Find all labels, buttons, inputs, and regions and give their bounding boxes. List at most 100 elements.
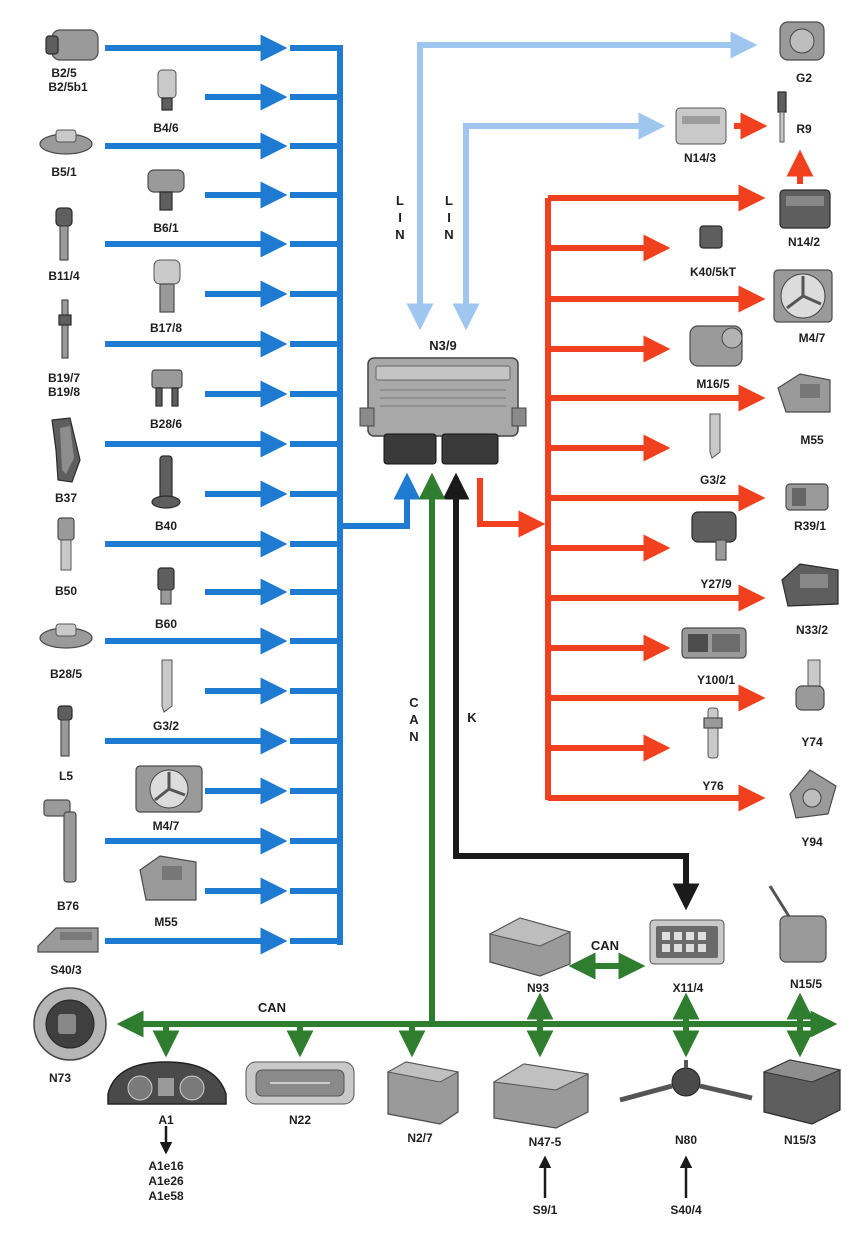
sensor-label: B50 (55, 584, 77, 598)
lin-bus-to-n14-3 (452, 112, 666, 331)
sensor-icon (37, 927, 99, 953)
sensor-label: B2/5b1 (48, 80, 88, 94)
input-signal-lines (105, 34, 421, 955)
sensor-b76: B76 (43, 799, 79, 913)
device-label: R9 (796, 122, 812, 136)
sensor-b11-4: B11/4 (48, 207, 80, 283)
actuator-label: K40/5kT (690, 265, 737, 279)
sensor-icon (139, 855, 197, 901)
bottom-input-arrows (159, 1126, 693, 1198)
module-n47-5: N47-5 (492, 1063, 590, 1149)
ecu-to-output-arrow (477, 478, 546, 538)
a1-sub-labels: A1e16 A1e26 A1e58 (148, 1159, 184, 1203)
module-label: N15/5 (790, 977, 822, 991)
sensor-label: B2/5 (51, 66, 77, 80)
sensor-label: B40 (155, 519, 177, 533)
sensor-icon (135, 765, 203, 813)
actuator-label: M4/7 (799, 331, 826, 345)
lin-label-left-i: I (398, 210, 402, 225)
ecu-label: N3/9 (429, 338, 456, 353)
sensor-label: B76 (57, 899, 79, 913)
actuator-icon (777, 91, 787, 143)
control-unit-icon (386, 1061, 460, 1125)
control-unit-icon (359, 357, 527, 465)
sensor-icon (157, 567, 175, 605)
module-a1: A1 (107, 1061, 227, 1127)
actuator-icon (779, 21, 825, 61)
module-label: A1 (158, 1113, 174, 1127)
actuator-m4-7-output: M4/7 (773, 269, 833, 345)
sensor-icon (147, 169, 185, 211)
can-label-n: N (409, 729, 418, 744)
sensor-icon (151, 369, 183, 407)
sensor-b28-6: B28/6 (150, 369, 183, 431)
k-line-label: K (467, 710, 477, 725)
sensor-b50: B50 (55, 517, 77, 598)
actuator-icon (785, 483, 829, 511)
sensor-icon (153, 259, 181, 313)
actuator-y100-1: Y100/1 (681, 627, 747, 687)
actuator-icon (699, 225, 723, 249)
sensor-label: S40/3 (50, 963, 82, 977)
sensor-b17-8: B17/8 (150, 259, 182, 335)
module-n73: N73 (33, 987, 107, 1085)
sensor-label: B19/7 (48, 371, 80, 385)
bus-labels: L I N L I N C A N K CAN CAN (258, 193, 619, 1015)
lin-label-right-n: N (444, 227, 453, 242)
actuator-icon (795, 659, 825, 711)
can-n93-x11-label: CAN (591, 938, 619, 953)
actuator-r39-1: R39/1 (785, 483, 829, 533)
module-x11-4: X11/4 (649, 919, 725, 995)
lin-label-right-i: I (447, 210, 451, 225)
sensor-label: L5 (59, 769, 73, 783)
actuator-label: N33/2 (796, 623, 828, 637)
can-bus-label: CAN (258, 1000, 286, 1015)
lin-label-right-l: L (445, 193, 453, 208)
control-unit-icon (492, 1063, 590, 1129)
sensor-b4-6: B4/6 (153, 69, 179, 135)
k-line (442, 472, 700, 911)
sensor-label: B28/5 (50, 667, 82, 681)
sensor-b5-1: B5/1 (39, 129, 93, 179)
module-label: N47-5 (529, 1135, 562, 1149)
sensor-icon (58, 299, 72, 359)
actuator-icon (773, 269, 833, 323)
device-label: N14/3 (684, 151, 716, 165)
module-label: X11/4 (673, 981, 704, 995)
actuator-y94: Y94 (789, 769, 837, 849)
device-r9: R9 (777, 91, 812, 143)
actuator-m16-5: M16/5 (689, 325, 743, 391)
sensor-g3-2-input: G3/2 (153, 659, 179, 733)
actuator-label: Y74 (801, 735, 823, 749)
sensor-icon (157, 69, 177, 111)
control-unit-icon (779, 189, 831, 229)
module-label: N2/7 (407, 1131, 433, 1145)
module-n15-5: N15/5 (768, 885, 827, 991)
actuator-label: Y100/1 (697, 673, 735, 687)
sensor-label: B37 (55, 491, 77, 505)
actuator-g3-2-output: G3/2 (700, 413, 726, 487)
actuator-icon (709, 413, 721, 459)
s40-4-label: S40/4 (670, 1203, 702, 1217)
control-unit-icon (488, 917, 572, 977)
sensor-m55-input: M55 (139, 855, 197, 929)
sensor-b28-5: B28/5 (39, 623, 93, 681)
actuator-icon (789, 769, 837, 819)
output-signal-lines (477, 112, 814, 812)
sensor-l5: L5 (57, 705, 73, 783)
device-n14-3: N14/3 (675, 107, 727, 165)
module-n80: N80 (619, 1060, 753, 1147)
actuator-label: Y76 (702, 779, 724, 793)
actuator-label: M55 (800, 433, 824, 447)
sensor-label: B19/8 (48, 385, 80, 399)
module-n15-3: N15/3 (762, 1059, 842, 1147)
device-g2: G2 (779, 21, 825, 85)
sensor-icon (45, 29, 99, 61)
sensor-label: B6/1 (153, 221, 179, 235)
sensor-b40: B40 (151, 455, 181, 533)
sensor-icon (55, 207, 73, 261)
a1-sub-label: A1e16 (148, 1159, 184, 1173)
module-label: N73 (49, 1071, 71, 1085)
